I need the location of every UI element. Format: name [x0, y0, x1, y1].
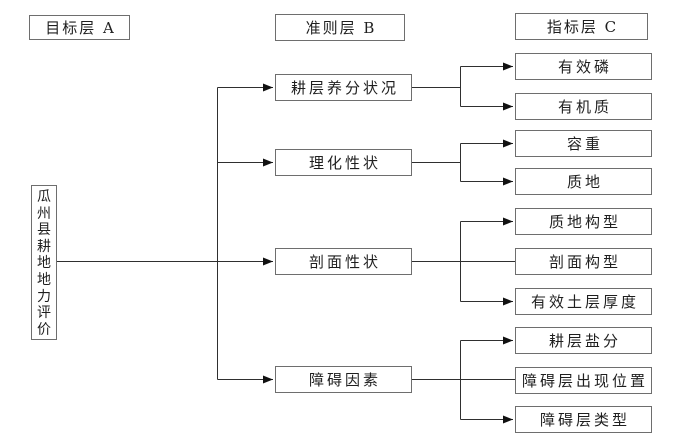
criteria-node-1: 耕层养分状况: [275, 74, 412, 101]
criteria-node-3: 剖面性状: [275, 248, 412, 275]
indicator-node-7: 有效土层厚度: [515, 288, 652, 315]
header-indicator-layer: 指标层 C: [515, 13, 648, 40]
criteria-node-2: 理化性状: [275, 149, 412, 176]
indicator-node-5: 质地构型: [515, 208, 652, 235]
indicator-node-1: 有效磷: [515, 53, 652, 80]
indicator-node-2: 有机质: [515, 93, 652, 120]
header-goal-layer: 目标层 A: [29, 15, 130, 40]
indicator-node-10: 障碍层类型: [515, 406, 652, 433]
indicator-node-4: 质地: [515, 168, 652, 195]
indicator-node-3: 容重: [515, 130, 652, 157]
indicator-node-9: 障碍层出现位置: [515, 367, 652, 394]
criteria-node-4: 障碍因素: [275, 366, 412, 393]
root-node-goal: 瓜州县耕地地力评价: [31, 185, 57, 340]
indicator-node-6: 剖面构型: [515, 248, 652, 275]
header-criteria-layer: 准则层 B: [275, 14, 405, 41]
indicator-node-8: 耕层盐分: [515, 327, 652, 354]
